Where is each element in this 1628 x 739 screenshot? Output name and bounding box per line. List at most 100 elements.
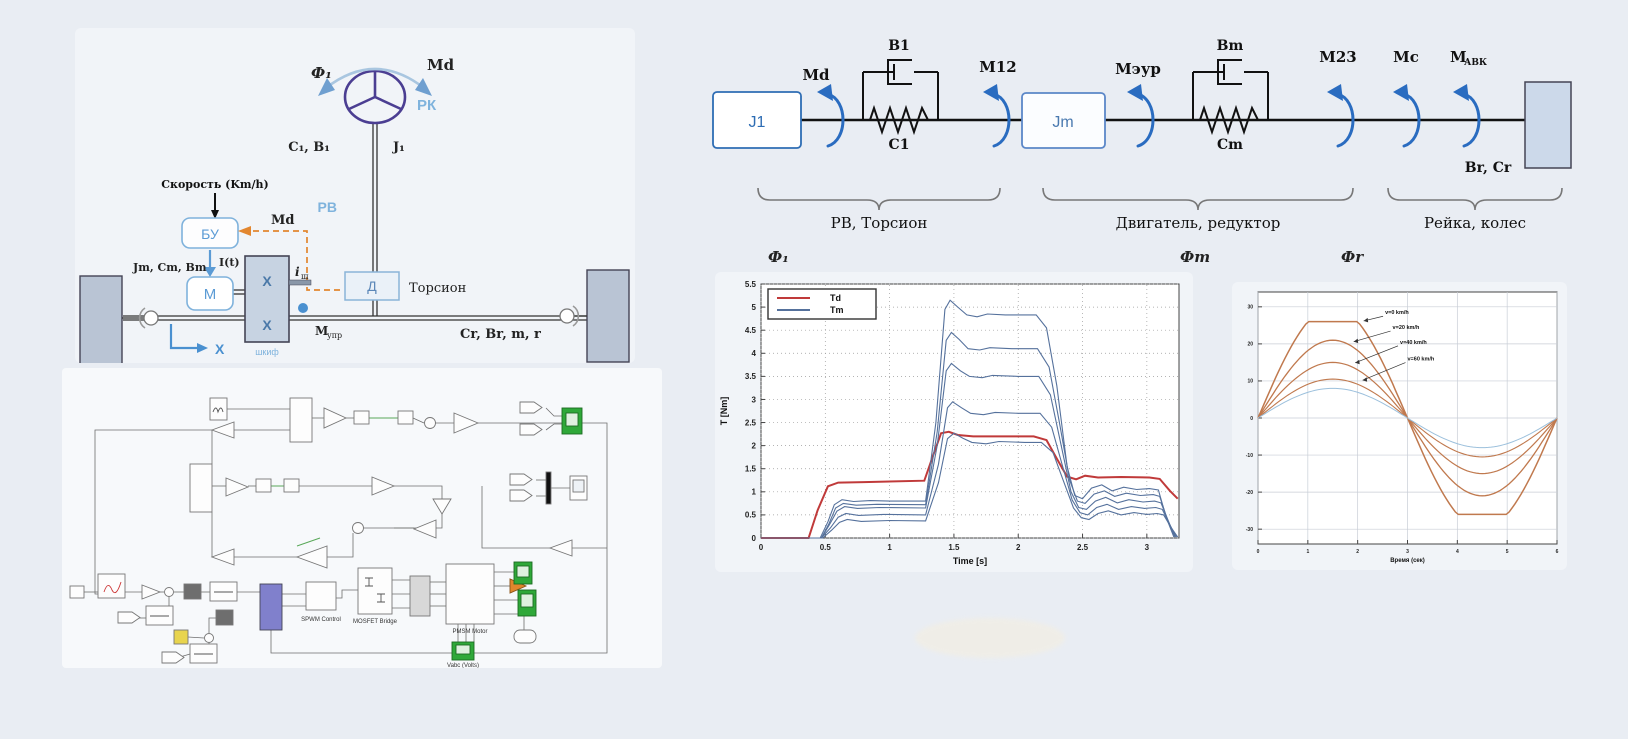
- torsion-sensor-box: [344, 271, 400, 301]
- tick-label-x: 6: [1556, 549, 1559, 555]
- legend-box: [767, 288, 877, 320]
- pinion-bar: [288, 279, 312, 286]
- simulink-scopes: [451, 407, 583, 661]
- brcr-label: Br, Cr: [1465, 160, 1512, 176]
- arrowhead-left: [318, 78, 335, 96]
- brace2-label: Двигатель, редуктор: [1116, 214, 1281, 232]
- j1-inertia-block: [712, 91, 802, 149]
- tick-label-y: 1: [752, 488, 757, 497]
- legend-label: Tm: [830, 305, 844, 315]
- plot-area: [760, 283, 1180, 539]
- series-Tm-5: [761, 432, 1179, 539]
- tick-label-x: 3: [1406, 549, 1409, 555]
- annotation-arrowhead: [1355, 359, 1360, 365]
- series-Tm-2: [761, 331, 1176, 539]
- mavk-sub-label: АВК: [1464, 58, 1488, 68]
- tick-label-y: 3: [752, 395, 757, 404]
- x-axis-label: Time [s]: [953, 556, 987, 566]
- control-unit-box: [181, 217, 239, 249]
- spwm-label: SPWM Control: [301, 617, 341, 623]
- rack-block: [1524, 81, 1572, 169]
- x-axis-label: Время (сек): [1390, 558, 1425, 564]
- arrowhead-right: [415, 78, 432, 96]
- jmcmbm-label: Jm, Cm, Bm: [132, 261, 207, 274]
- shkif-label: шкиф: [255, 347, 279, 357]
- annotation-arrowhead: [1362, 377, 1368, 382]
- ish-sub-label: ш: [301, 272, 309, 281]
- pb-label: РВ: [318, 199, 337, 215]
- tick-label-y: 30: [1247, 305, 1253, 311]
- torsion-label: Торсион: [409, 281, 466, 296]
- tick-label-y: 0: [752, 534, 757, 543]
- m12-label: M12: [979, 58, 1016, 76]
- series-Tm-3: [761, 362, 1176, 539]
- annotation-arrowhead: [1353, 338, 1359, 344]
- cm-label: Cm: [1217, 137, 1243, 153]
- tick-label-y: 5.5: [745, 280, 757, 289]
- torque-arrowheads: [817, 84, 1469, 101]
- damper-spring-1: [862, 59, 939, 136]
- annotation-label: v=0 km/h: [1385, 310, 1409, 316]
- group-braces: [757, 187, 1563, 211]
- steering-schematic-panel: Ф₁ Md РК C₁, B₁ J₁ РВ Скорость (Km/h) БУ…: [75, 28, 635, 363]
- simulink-model: SPWM Control MOSFET Bridge PMSM Motor Va…: [69, 397, 608, 668]
- y-axis-label: T [Nm]: [719, 397, 729, 426]
- series-Td: [761, 430, 1179, 539]
- jm-inertia-block: [1021, 92, 1106, 149]
- speed-label: Скорость (Km/h): [161, 178, 269, 191]
- annotation-arrowhead: [1363, 317, 1369, 323]
- tick-label-y: 0: [1250, 416, 1253, 422]
- tick-label-x: 2: [1016, 543, 1021, 552]
- series-base: [1257, 387, 1558, 449]
- tick-label-y: 0.5: [745, 511, 757, 520]
- tick-label-x: 0: [1257, 549, 1260, 555]
- mc-label: Mc: [1393, 48, 1419, 66]
- damper-spring-2: [1192, 59, 1269, 136]
- tick-label-y: 1.5: [745, 465, 757, 474]
- tick-label-y: 4.5: [745, 326, 757, 335]
- left-joint: [122, 307, 159, 329]
- tick-label-x: 0.5: [820, 543, 832, 552]
- brace3-label: Рейка, колес: [1424, 214, 1526, 232]
- m-label: М: [204, 286, 217, 303]
- tick-label-y: 4: [752, 349, 757, 358]
- phir-label: Фr: [1341, 248, 1364, 266]
- simulink-blocks: [69, 397, 588, 664]
- paper-smudge: [915, 618, 1065, 658]
- phi1-label: Ф₁: [768, 248, 789, 266]
- it-label: I(t): [219, 256, 240, 269]
- d-label: Д: [367, 278, 377, 294]
- torque-arrows: [826, 92, 1481, 148]
- gear-box: [244, 255, 290, 343]
- mavk-label: M: [1450, 48, 1467, 66]
- tick-label-y: 20: [1247, 342, 1253, 348]
- motor-box: [186, 276, 234, 311]
- tick-label-x: 1: [887, 543, 892, 552]
- simulink-panel: SPWM Control MOSFET Bridge PMSM Motor Va…: [62, 368, 662, 668]
- simulink-green-wires: [271, 417, 398, 547]
- tick-label-x: 0: [759, 543, 764, 552]
- md-top-label: Md: [427, 56, 455, 74]
- x-axis-arrow: [169, 324, 208, 353]
- md-dashed-label: Md: [271, 213, 294, 228]
- annotation-leader: [1362, 362, 1406, 381]
- brace1-label: РВ, Торсион: [831, 214, 928, 232]
- crbrmr-label: Cr, Br, m, r: [460, 327, 541, 342]
- tick-label-x: 4: [1456, 549, 1459, 555]
- md-label: Md: [802, 66, 830, 84]
- ish-label: i: [295, 265, 300, 279]
- tick-label-y: -20: [1246, 490, 1253, 496]
- x-upper-label: X: [262, 273, 272, 289]
- tick-label-x: 3: [1145, 543, 1150, 552]
- c1b1-label: C₁, B₁: [288, 140, 330, 155]
- mupr-sub-label: упр: [327, 331, 342, 340]
- pmsm-label: PMSM Motor: [452, 629, 487, 635]
- annotation-label: v=60 km/h: [1408, 357, 1435, 363]
- j1-label: J1: [749, 114, 766, 131]
- sensor-dot: [298, 303, 308, 313]
- b1-label: B1: [888, 38, 910, 54]
- annotation-label: v=40 km/h: [1400, 340, 1427, 346]
